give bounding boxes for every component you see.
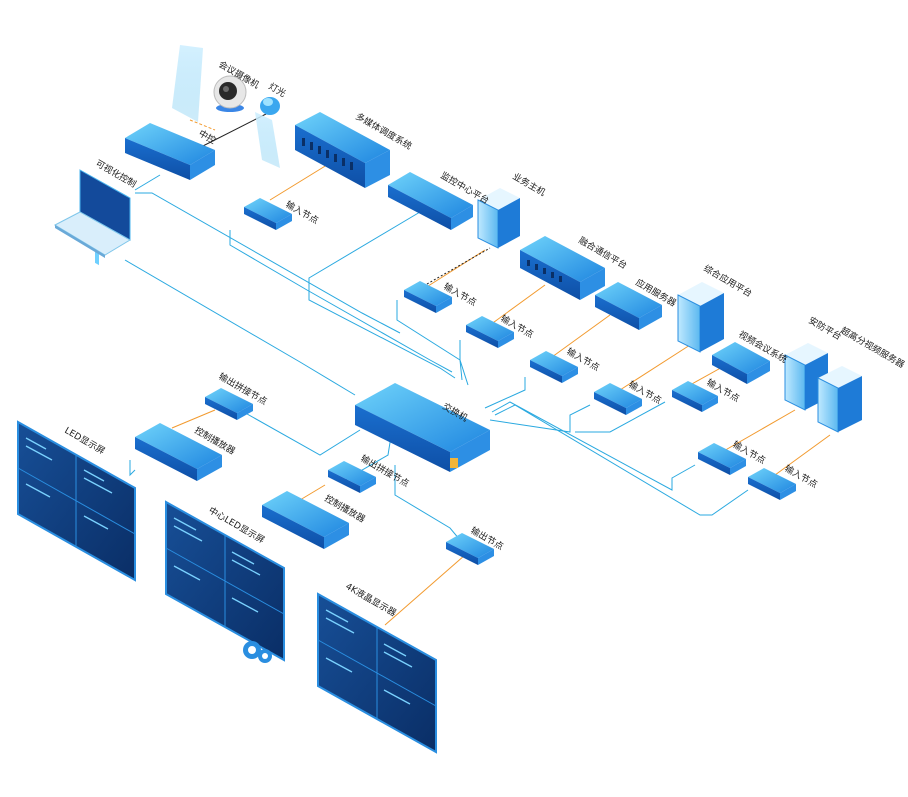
link-output-node	[394, 465, 461, 541]
central-control-device	[125, 123, 215, 180]
output-splice-box-2	[328, 461, 376, 493]
connection-lines	[124, 174, 749, 541]
fusion-comm-device	[520, 236, 605, 300]
label-hd-server: 超高分视频服务器	[839, 324, 907, 370]
laptop-icon	[53, 169, 131, 266]
link-input-6	[575, 401, 666, 433]
gear-icon	[243, 641, 272, 663]
link-business-dotted	[419, 247, 491, 289]
link-input-2	[396, 300, 463, 381]
input-node-box-2	[404, 281, 452, 313]
lcd-4k-screen-panel	[317, 592, 437, 754]
signal-security	[721, 409, 796, 453]
link-output-splice-1	[239, 409, 361, 456]
signal-fusion	[489, 284, 546, 326]
output-splice-box-1	[205, 388, 253, 420]
link-player-led	[129, 460, 136, 477]
monitor-center-device	[388, 172, 473, 230]
player-device-1	[135, 423, 222, 481]
input-node-box-7	[698, 443, 746, 475]
label-business-host: 业务主机	[511, 170, 548, 198]
multimedia-device	[295, 112, 390, 188]
center-led-screen-panel	[165, 500, 285, 662]
beam-left	[172, 45, 203, 122]
link-input-3	[459, 340, 469, 386]
hd-server-tower	[817, 366, 862, 433]
camera-icon	[213, 75, 247, 112]
link-input-5	[489, 404, 591, 433]
input-node-box-8	[748, 468, 796, 500]
video-conf-device	[712, 342, 770, 384]
signal-integrated	[619, 344, 691, 391]
player-device-2	[262, 491, 349, 549]
output-node-box	[446, 533, 494, 565]
signal-camera	[189, 119, 216, 131]
link-input-8	[494, 404, 749, 516]
signal-4k	[384, 554, 466, 626]
switch-device	[355, 383, 490, 472]
input-node-box-5	[594, 383, 642, 415]
link-central-laptop	[134, 174, 161, 191]
security-tower	[784, 343, 828, 411]
signal-appserver	[551, 314, 611, 358]
link-input-7	[491, 401, 696, 491]
signal-business	[424, 249, 486, 289]
app-server-device	[595, 282, 662, 330]
signal-player1	[171, 409, 216, 429]
input-node-box-3	[466, 316, 514, 348]
led-screen-panel	[17, 420, 136, 582]
link-monitor	[308, 211, 456, 379]
beam-right	[255, 112, 280, 168]
label-security: 安防平台	[807, 314, 844, 342]
label-light: 灯光	[267, 80, 289, 99]
link-visual-control	[135, 192, 401, 334]
light-icon	[260, 97, 280, 115]
business-host-tower	[477, 188, 520, 249]
input-node-box-6	[672, 381, 718, 412]
link-input-1	[229, 230, 453, 373]
signal-multimedia	[269, 159, 336, 201]
signal-hd	[774, 434, 831, 476]
link-input-4	[484, 377, 526, 409]
signal-player2	[299, 484, 326, 501]
input-node-box-1	[244, 198, 292, 230]
link-laptop-switch	[124, 259, 356, 396]
input-node-box-4	[530, 351, 578, 383]
integrated-app-tower	[677, 282, 724, 353]
node-boxes	[205, 198, 796, 565]
